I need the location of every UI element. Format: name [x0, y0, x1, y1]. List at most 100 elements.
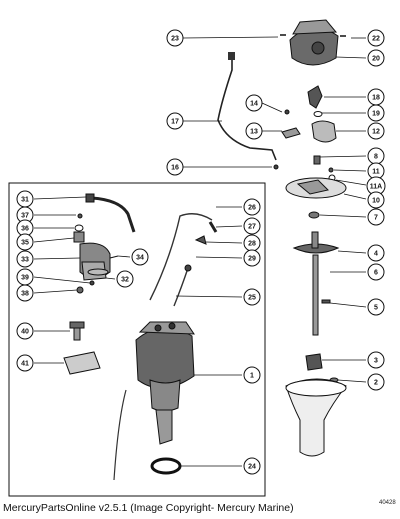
callout-number: 37 [21, 213, 29, 220]
callout-circle [16, 284, 34, 302]
callout-31: 31 [16, 190, 34, 208]
callout-circle [245, 122, 263, 140]
callout-22: 22 [367, 29, 385, 47]
callout-circle [243, 457, 261, 475]
callout-18: 18 [367, 88, 385, 106]
callout-circle [243, 249, 261, 267]
callout-circle [243, 288, 261, 306]
callout-circle [367, 49, 385, 67]
breaker-parts [313, 155, 336, 182]
callout-circle [243, 198, 261, 216]
callout-number: 29 [248, 256, 256, 263]
callout-number: 2 [374, 380, 378, 387]
callout-number: 10 [372, 198, 380, 205]
callout-24: 24 [243, 457, 261, 475]
callout-number: 27 [248, 224, 256, 231]
callout-35: 35 [16, 233, 34, 251]
callout-number: 25 [248, 295, 256, 302]
callout-circle [367, 122, 385, 140]
callout-25: 25 [243, 288, 261, 306]
callout-16: 16 [166, 158, 184, 176]
callout-circle [243, 366, 261, 384]
copyright-caption: MercuryPartsOnline v2.5.1 (Image Copyrig… [3, 502, 294, 514]
callout-number: 20 [372, 56, 380, 63]
callout-8: 8 [367, 147, 385, 165]
callout-circle [16, 250, 34, 268]
leader-lines [33, 36, 367, 467]
callout-number: 34 [136, 255, 144, 262]
callout-1: 1 [243, 366, 261, 384]
callout-circle [367, 373, 385, 391]
callout-13: 13 [245, 122, 263, 140]
callout-29: 29 [243, 249, 261, 267]
callout-number: 8 [374, 154, 378, 161]
distributor-cap-part [289, 19, 339, 66]
callout-6: 6 [367, 263, 385, 281]
callout-number: 17 [171, 119, 179, 126]
callout-circle [243, 217, 261, 235]
callout-32: 32 [116, 270, 134, 288]
callout-20: 20 [367, 49, 385, 67]
callout-number: 28 [248, 241, 256, 248]
drive-gear-part [285, 353, 347, 457]
callout-12: 12 [367, 122, 385, 140]
distributor-shaft-part [292, 231, 340, 336]
callout-number: 1 [250, 373, 254, 380]
callout-circle [16, 354, 34, 372]
callout-number: 7 [374, 215, 378, 222]
callout-number: 32 [121, 277, 129, 284]
callout-circle [367, 263, 385, 281]
callout-23: 23 [166, 29, 184, 47]
drawing-number: 40428 [379, 500, 396, 506]
callout-number: 23 [171, 36, 179, 43]
callout-33: 33 [16, 250, 34, 268]
callout-number: 41 [21, 361, 29, 368]
callout-28: 28 [243, 234, 261, 252]
callout-34: 34 [131, 248, 149, 266]
callout-circle [131, 248, 149, 266]
inset-frame [8, 182, 266, 497]
callout-number: 35 [21, 240, 29, 247]
gasket-part [150, 457, 182, 475]
callout-39: 39 [16, 268, 34, 286]
callout-number: 11A [370, 184, 382, 191]
coil-wire-part [217, 58, 277, 161]
callout-number: 11 [372, 169, 380, 176]
callout-circle [16, 322, 34, 340]
rotor-part [307, 85, 337, 143]
wire-harness-part [149, 213, 218, 307]
callout-number: 3 [374, 358, 378, 365]
callout-27: 27 [243, 217, 261, 235]
callout-number: 31 [21, 197, 29, 204]
distributor-assembly-part [135, 321, 195, 445]
callout-19: 19 [367, 104, 385, 122]
callout-number: 5 [374, 305, 378, 312]
callout-3: 3 [367, 351, 385, 369]
bolt-part [69, 321, 85, 341]
callout-5: 5 [367, 298, 385, 316]
washer-part [308, 211, 320, 219]
callout-26: 26 [243, 198, 261, 216]
points-parts [273, 109, 301, 170]
callout-circle [16, 233, 34, 251]
callout-36: 36 [16, 219, 34, 237]
callout-number: 24 [248, 464, 256, 471]
callout-circle [116, 270, 134, 288]
callout-number: 33 [21, 257, 29, 264]
callout-number: 6 [374, 270, 378, 277]
callout-number: 14 [250, 101, 258, 108]
callout-number: 16 [171, 165, 179, 172]
breaker-plate-part [285, 177, 347, 199]
callout-number: 19 [372, 111, 380, 118]
callout-number: 18 [372, 95, 380, 102]
coil-lead-part [85, 193, 136, 233]
callout-number: 39 [21, 275, 29, 282]
callout-10: 10 [367, 191, 385, 209]
callout-41: 41 [16, 354, 34, 372]
callout-40: 40 [16, 322, 34, 340]
callout-14: 14 [245, 94, 263, 112]
clamp-part [63, 351, 101, 375]
callout-circle [166, 158, 184, 176]
